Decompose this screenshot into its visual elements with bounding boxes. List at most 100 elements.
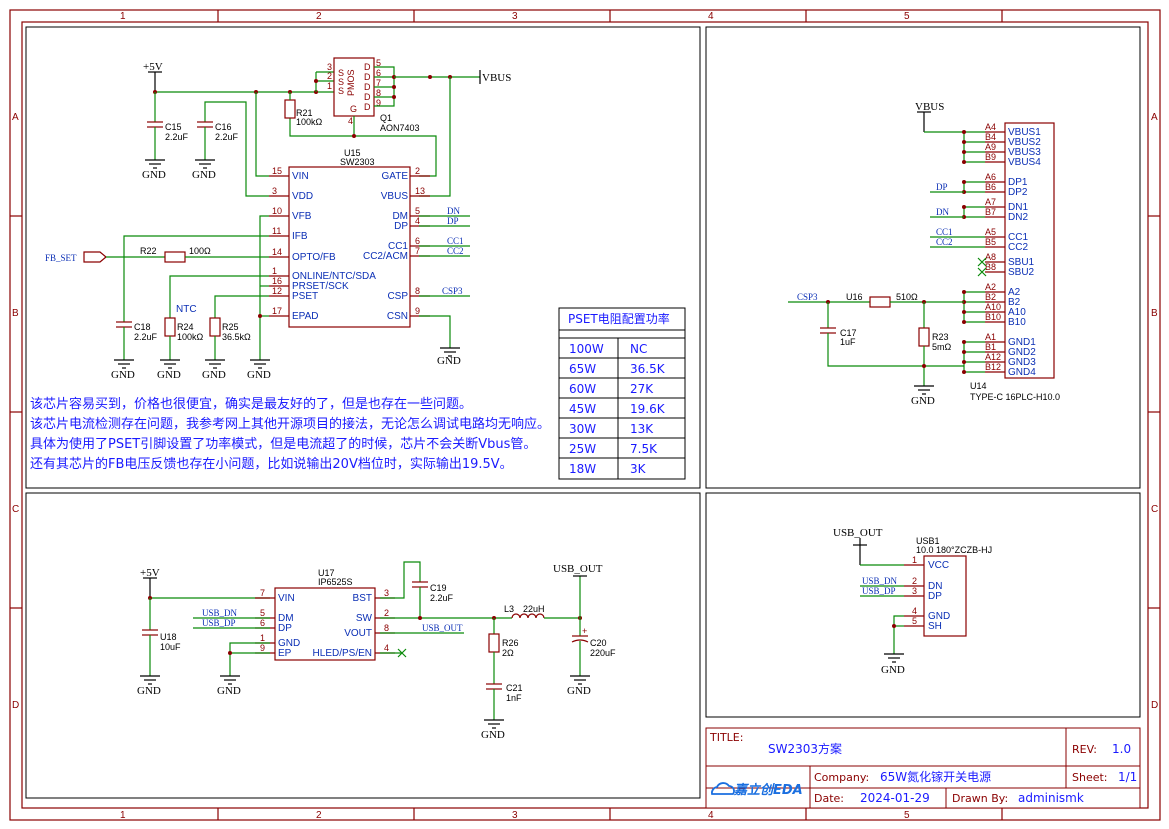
junction-dot xyxy=(962,150,966,154)
u14-pin-num: B12 xyxy=(985,362,1001,372)
u15-pin-name: IFB xyxy=(292,231,308,242)
u15-pin-num: 11 xyxy=(272,226,281,236)
col-4: 4 xyxy=(708,11,714,22)
u15-body[interactable] xyxy=(288,166,411,328)
q1-pin1: 1 xyxy=(327,81,332,91)
u16-body[interactable] xyxy=(869,296,891,308)
l3-inductor[interactable] xyxy=(511,613,545,619)
r22-body[interactable] xyxy=(164,251,186,263)
usb1-pin-num: 1 xyxy=(912,555,917,565)
section-ip6525s xyxy=(25,492,701,799)
c16-val: 2.2uF xyxy=(215,132,239,142)
ntc-label: NTC xyxy=(176,304,197,315)
u14-pin-name: CC2 xyxy=(1008,242,1028,253)
u14-pin-name: DP2 xyxy=(1008,187,1028,198)
u15-pin-num: 12 xyxy=(272,286,282,296)
q1-val: AON7403 xyxy=(380,123,420,133)
r21-body[interactable] xyxy=(284,99,296,119)
u14-pin-name: A10 xyxy=(1008,307,1026,318)
u14-pin-num: A7 xyxy=(985,197,996,207)
q1-pin9: 9 xyxy=(376,98,381,108)
usb1-pin-name: DN xyxy=(928,581,942,592)
power-vbus-a: VBUS xyxy=(482,72,511,84)
u14-pin-name: CC1 xyxy=(1008,232,1028,243)
col-3-bottom: 3 xyxy=(512,810,518,821)
power-5v-b: +5V xyxy=(140,567,160,579)
q1-d4: D xyxy=(364,92,371,102)
u15-pin-num: 17 xyxy=(272,306,282,316)
u17-pin-name: SW xyxy=(356,613,373,624)
q1-pin2: 2 xyxy=(327,71,332,81)
tb-drawn-label: Drawn By: xyxy=(952,792,1008,805)
row-c: C xyxy=(12,504,19,515)
u15-pin-num: 4 xyxy=(415,216,420,226)
u14-pin-name: VBUS4 xyxy=(1008,157,1041,168)
col-2: 2 xyxy=(316,11,322,22)
u14-pin-name: DN1 xyxy=(1008,202,1028,213)
pset-table-resistor: 36.5K xyxy=(630,362,666,376)
fb-set-port[interactable] xyxy=(83,251,107,263)
u14-pin-num: B4 xyxy=(985,132,996,142)
gnd-c21: GND xyxy=(481,729,505,741)
cloud-icon xyxy=(711,782,735,795)
tb-sheet: 1/1 xyxy=(1118,770,1137,784)
net-cc2-typec: CC2 xyxy=(936,237,953,247)
col-1-bottom: 1 xyxy=(120,810,126,821)
r25-body[interactable] xyxy=(209,317,221,337)
tb-drawn: adminismk xyxy=(1018,791,1084,805)
net-usb-dn: USB_DN xyxy=(202,608,238,618)
u15-pin-name: VIN xyxy=(292,171,309,182)
pset-table-resistor: 13K xyxy=(630,422,654,436)
c20-val: 220uF xyxy=(590,648,616,658)
net-csp3: CSP3 xyxy=(442,286,463,296)
r21-ref: R21 xyxy=(296,108,313,118)
r24-body[interactable] xyxy=(164,317,176,337)
u15-pin-name: PRSET/SCK xyxy=(292,281,349,292)
u16-val: 510Ω xyxy=(896,292,918,302)
r23-body[interactable] xyxy=(918,327,930,347)
u17-body[interactable] xyxy=(274,587,376,661)
u15-pin-num: 3 xyxy=(272,186,277,196)
u15-pin-name: CSP xyxy=(387,291,408,302)
usb1-pin-name: SH xyxy=(928,621,942,632)
u17-pin-num: 8 xyxy=(384,623,389,633)
u14-pin-name: VBUS3 xyxy=(1008,147,1041,158)
c20-ref: C20 xyxy=(590,638,607,648)
tb-rev-label: REV: xyxy=(1072,743,1097,756)
note-4: 还有其芯片的FB电压反馈也存在小问题，比如说输出20V档位时，实际输出19.5V… xyxy=(30,456,513,472)
u14-pin-name: GND3 xyxy=(1008,357,1036,368)
u14-pin-num: A1 xyxy=(985,332,996,342)
u14-pin-num: A9 xyxy=(985,142,996,152)
u15-pin-name: VDD xyxy=(292,191,313,202)
u17-pin-name: HLED/PS/EN xyxy=(313,648,372,659)
u14-pin-num: B6 xyxy=(985,182,996,192)
power-5v-a: +5V xyxy=(143,61,163,73)
pset-table-power: 30W xyxy=(569,422,596,436)
tb-company-label: Company: xyxy=(814,771,869,784)
pset-table-resistor: 7.5K xyxy=(630,442,658,456)
tb-title: SW2303方案 xyxy=(768,741,842,756)
u14-body[interactable] xyxy=(1004,122,1055,379)
junction-dot xyxy=(962,290,966,294)
c20-plus: + xyxy=(582,626,587,636)
u17-pin-num: 2 xyxy=(384,608,389,618)
u14-pin-name: SBU1 xyxy=(1008,257,1035,268)
tb-company: 65W氮化镓开关电源 xyxy=(880,769,991,784)
u15-pin-num: 13 xyxy=(415,186,425,196)
net-cc1-typec: CC1 xyxy=(936,227,953,237)
c18-val: 2.2uF xyxy=(134,332,158,342)
junction-dot xyxy=(962,310,966,314)
q1-pin4: 4 xyxy=(348,116,353,126)
u17-pin-num: 1 xyxy=(260,633,265,643)
r24-ref: R24 xyxy=(177,322,194,332)
net-dn: DN xyxy=(447,206,460,216)
usb1-pin-name: VCC xyxy=(928,560,949,571)
no-connect-mark xyxy=(977,257,987,267)
r26-body[interactable] xyxy=(488,633,500,653)
q1-s1: S xyxy=(338,68,344,78)
u17-pin-name: VOUT xyxy=(344,628,372,639)
